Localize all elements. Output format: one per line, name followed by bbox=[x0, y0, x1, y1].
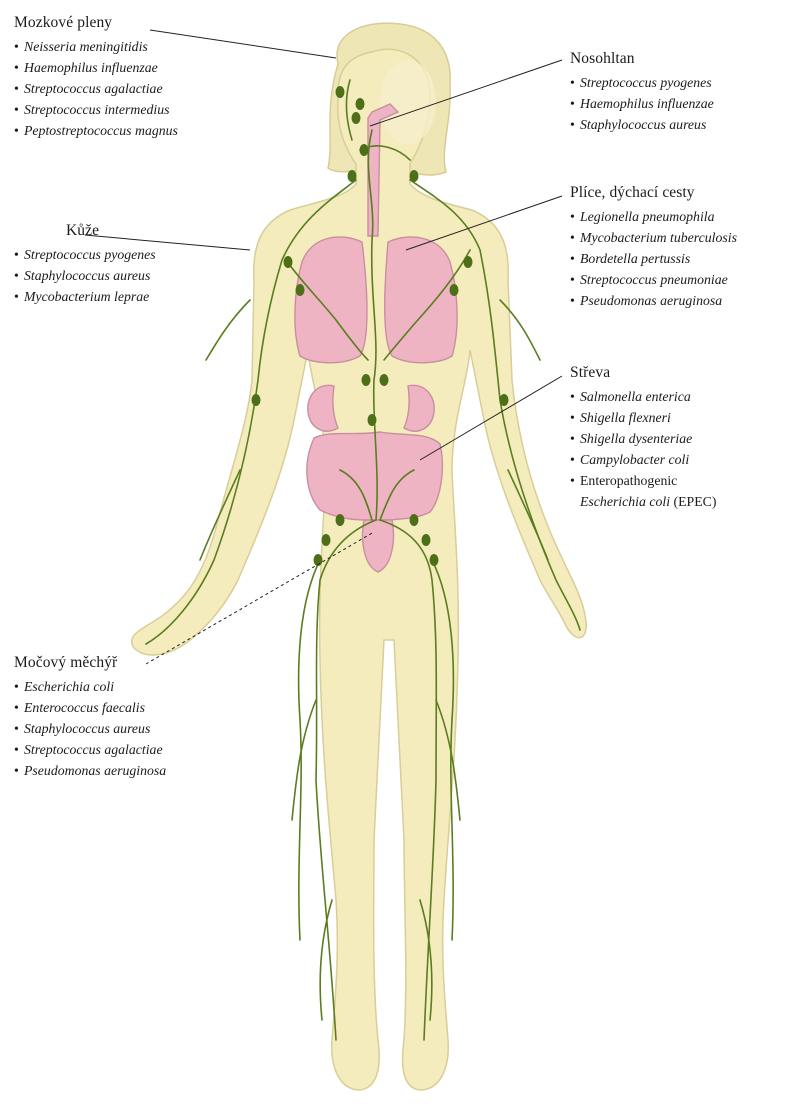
pathogen-item: Enterococcus faecalis bbox=[14, 697, 166, 718]
human-body-silhouette bbox=[132, 23, 587, 1090]
lymph-node bbox=[360, 144, 369, 156]
lymph-node bbox=[450, 284, 459, 296]
pathogen-suffix: (EPEC) bbox=[670, 494, 716, 509]
pathogen-item: Mycobacterium leprae bbox=[14, 286, 156, 307]
lymph-node bbox=[410, 514, 419, 526]
pathogen-item: Haemophilus influenzae bbox=[570, 93, 714, 114]
left-lung bbox=[295, 237, 367, 363]
lymph-node bbox=[356, 98, 365, 110]
pathogen-item: Shigella flexneri bbox=[570, 407, 716, 428]
body bbox=[132, 49, 587, 1090]
group-lungs: Plíce, dýchací cesty Legionella pneumoph… bbox=[570, 184, 737, 311]
pathogen-item: Staphylococcus aureus bbox=[570, 114, 714, 135]
lymph-node bbox=[322, 534, 331, 546]
group-nasopharynx: Nosohltan Streptococcus pyogenes Haemoph… bbox=[570, 50, 714, 135]
group-intestine: Střeva Salmonella enterica Shigella flex… bbox=[570, 364, 716, 512]
left-kidney bbox=[308, 385, 338, 431]
lymph-node bbox=[348, 170, 357, 182]
group-title: Kůže bbox=[14, 222, 156, 240]
lymph-node bbox=[368, 414, 377, 426]
pathogen-item: Staphylococcus aureus bbox=[14, 265, 156, 286]
lymph-node bbox=[252, 394, 261, 406]
lymph-node bbox=[422, 534, 431, 546]
pathogen-item: Bordetella pertussis bbox=[570, 248, 737, 269]
lymph-node bbox=[464, 256, 473, 268]
lymph-node bbox=[336, 514, 345, 526]
pathogen-item: Streptococcus pyogenes bbox=[14, 244, 156, 265]
pathogen-item: Haemophilus influenzae bbox=[14, 57, 178, 78]
face bbox=[380, 60, 436, 144]
group-title: Plíce, dýchací cesty bbox=[570, 184, 737, 202]
pathogen-item: Shigella dysenteriae bbox=[570, 428, 716, 449]
lymph-node bbox=[362, 374, 371, 386]
pathogen-item: Campylobacter coli bbox=[570, 449, 716, 470]
pathogen-item: Streptococcus agalactiae bbox=[14, 739, 166, 760]
group-title: Močový měchýř bbox=[14, 654, 166, 672]
pathogen-item: Legionella pneumophila bbox=[570, 206, 737, 227]
intestines bbox=[307, 432, 442, 520]
pathogen-item: Streptococcus pneumoniae bbox=[570, 269, 737, 290]
pathogen-item: Streptococcus pyogenes bbox=[570, 72, 714, 93]
group-bladder: Močový měchýř Escherichia coli Enterococ… bbox=[14, 654, 166, 781]
pathogen-item: Peptostreptococcus magnus bbox=[14, 120, 178, 141]
lymph-node bbox=[296, 284, 305, 296]
lymph-node bbox=[500, 394, 509, 406]
group-title: Střeva bbox=[570, 364, 716, 382]
lymph-node bbox=[380, 374, 389, 386]
pathogen-item: Escherichia coli bbox=[14, 676, 166, 697]
lymph-node bbox=[284, 256, 293, 268]
lymph-node bbox=[410, 170, 419, 182]
lymph-node bbox=[336, 86, 345, 98]
pathogen-item: Streptococcus intermedius bbox=[14, 99, 178, 120]
group-title: Nosohltan bbox=[570, 50, 714, 68]
pathogen-item: Staphylococcus aureus bbox=[14, 718, 166, 739]
lymph-node bbox=[352, 112, 361, 124]
pathogen-item: Salmonella enterica bbox=[570, 386, 716, 407]
lymph-node bbox=[430, 554, 439, 566]
pathogen-item: Streptococcus agalactiae bbox=[14, 78, 178, 99]
pathogen-italic: Escherichia coli bbox=[580, 494, 670, 509]
pathogen-item: Neisseria meningitidis bbox=[14, 36, 178, 57]
group-title: Mozkové pleny bbox=[14, 14, 178, 32]
group-meninges: Mozkové pleny Neisseria meningitidis Hae… bbox=[14, 14, 178, 141]
pathogen-item: Pseudomonas aeruginosa bbox=[14, 760, 166, 781]
pathogen-item: Mycobacterium tuberculosis bbox=[570, 227, 737, 248]
pathogen-item: Enteropathogenic bbox=[570, 470, 716, 491]
group-skin: Kůže Streptococcus pyogenes Staphylococc… bbox=[14, 222, 156, 307]
right-lung bbox=[385, 237, 457, 363]
pathogen-item-continuation: Escherichia coli (EPEC) bbox=[570, 491, 716, 512]
pathogen-item: Pseudomonas aeruginosa bbox=[570, 290, 737, 311]
